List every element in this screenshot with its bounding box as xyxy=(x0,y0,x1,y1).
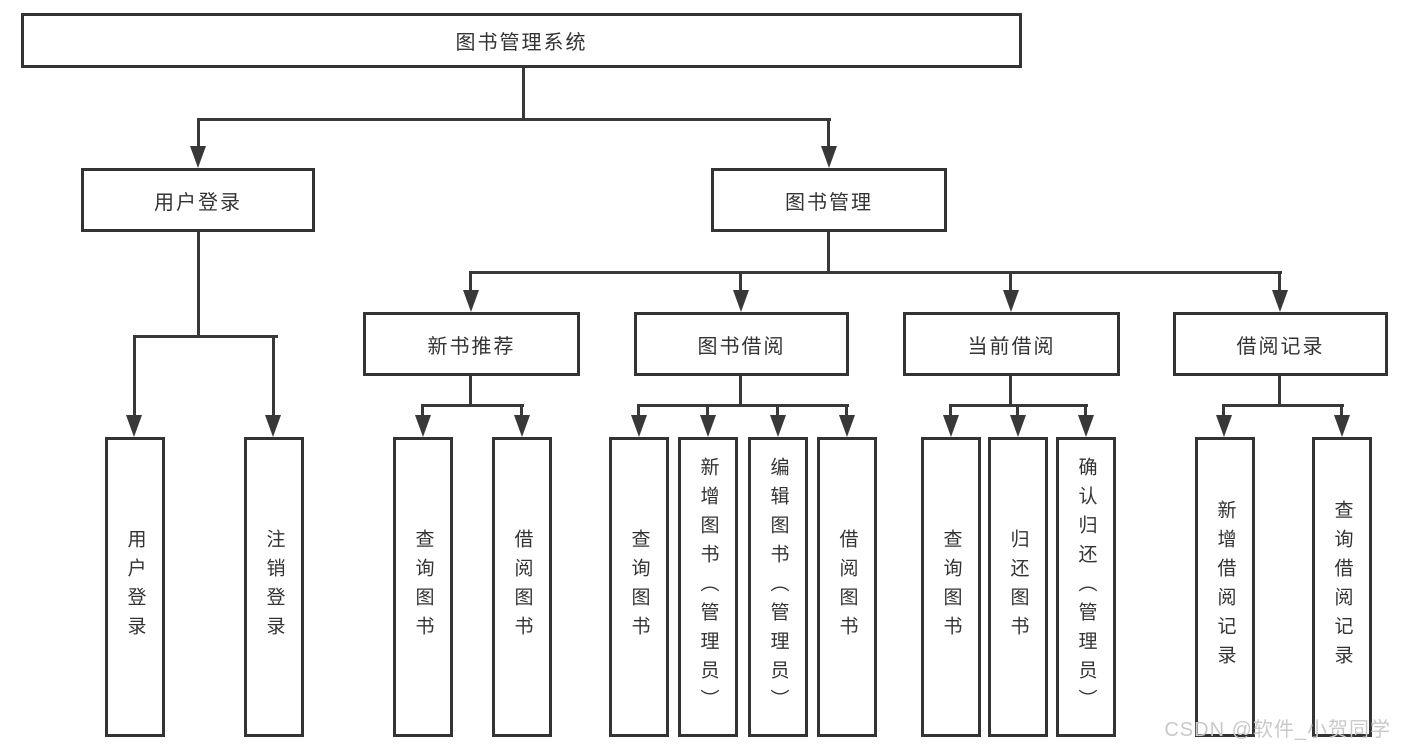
connector-line xyxy=(776,404,779,419)
node-current-borrow: 当前借阅 xyxy=(903,312,1120,376)
leaf-bb-edit-books: 编辑图书（管理员） xyxy=(748,437,808,737)
node-new-book-recommend: 新书推荐 xyxy=(363,312,580,376)
arrow-down-icon xyxy=(821,146,837,168)
connector-line xyxy=(133,335,278,338)
leaf-br-query-record: 查询借阅记录 xyxy=(1312,437,1372,737)
arrow-down-icon xyxy=(190,146,206,168)
arrow-down-icon xyxy=(1272,290,1288,312)
node-label: 图书借阅 xyxy=(697,335,786,358)
connector-line xyxy=(469,271,472,296)
connector-line xyxy=(1016,404,1019,419)
arrow-down-icon xyxy=(943,415,959,437)
connector-line xyxy=(421,404,524,407)
connector-line xyxy=(739,376,742,406)
connector-line xyxy=(421,404,424,419)
arrow-down-icon xyxy=(514,415,530,437)
connector-line xyxy=(272,335,275,420)
leaf-label: 新增图书（管理员） xyxy=(697,456,719,718)
connector-line xyxy=(520,404,523,419)
node-book-management: 图书管理 xyxy=(711,168,947,232)
leaf-label: 查询借阅记录 xyxy=(1331,500,1353,674)
leaf-label: 查询图书 xyxy=(940,529,962,645)
leaf-label: 用户登录 xyxy=(124,529,146,645)
connector-line xyxy=(827,118,830,150)
connector-line xyxy=(706,404,709,419)
connector-line xyxy=(133,335,136,420)
node-label: 借阅记录 xyxy=(1236,335,1325,358)
connector-line xyxy=(739,271,742,296)
connector-line xyxy=(197,118,831,121)
node-label: 用户登录 xyxy=(154,191,242,214)
leaf-label: 编辑图书（管理员） xyxy=(767,456,789,718)
arrow-down-icon xyxy=(700,415,716,437)
leaf-cb-confirm-return: 确认归还（管理员） xyxy=(1056,437,1116,737)
arrow-down-icon xyxy=(415,415,431,437)
leaf-bb-query-books: 查询图书 xyxy=(609,437,669,737)
leaf-nb-query-books: 查询图书 xyxy=(393,437,453,737)
leaf-logout: 注销登录 xyxy=(244,437,304,737)
connector-line xyxy=(1340,404,1343,419)
leaf-label: 确认归还（管理员） xyxy=(1075,456,1097,718)
arrow-down-icon xyxy=(265,415,281,437)
connector-line xyxy=(1084,404,1087,419)
connector-line xyxy=(1278,271,1281,296)
leaf-bb-add-books: 新增图书（管理员） xyxy=(678,437,738,737)
leaf-label: 新增借阅记录 xyxy=(1214,500,1236,674)
arrow-down-icon xyxy=(839,415,855,437)
arrow-down-icon xyxy=(126,415,142,437)
leaf-cb-query-books: 查询图书 xyxy=(921,437,981,737)
connector-line xyxy=(470,271,1282,274)
leaf-label: 查询图书 xyxy=(628,529,650,645)
connector-line xyxy=(1009,376,1012,406)
leaf-label: 借阅图书 xyxy=(836,529,858,645)
leaf-user-login: 用户登录 xyxy=(105,437,165,737)
leaf-cb-return-books: 归还图书 xyxy=(988,437,1048,737)
connector-line xyxy=(197,118,200,150)
connector-line xyxy=(469,376,472,406)
node-user-login: 用户登录 xyxy=(81,168,315,232)
arrow-down-icon xyxy=(733,290,749,312)
node-label: 图书管理系统 xyxy=(455,32,588,54)
leaf-bb-borrow-books: 借阅图书 xyxy=(817,437,877,737)
connector-line xyxy=(827,232,830,273)
connector-line xyxy=(522,68,525,120)
connector-line xyxy=(1278,376,1281,406)
leaf-br-add-record: 新增借阅记录 xyxy=(1195,437,1255,737)
connector-line xyxy=(1009,271,1012,296)
arrow-down-icon xyxy=(463,290,479,312)
node-library-management-system: 图书管理系统 xyxy=(21,13,1022,68)
leaf-label: 借阅图书 xyxy=(511,529,533,645)
node-label: 新书推荐 xyxy=(427,335,516,358)
connector-line xyxy=(637,404,640,419)
arrow-down-icon xyxy=(1003,290,1019,312)
leaf-nb-borrow-books: 借阅图书 xyxy=(492,437,552,737)
arrow-down-icon xyxy=(1010,415,1026,437)
node-borrow-records: 借阅记录 xyxy=(1173,312,1388,376)
leaf-label: 查询图书 xyxy=(412,529,434,645)
connector-line xyxy=(1222,404,1344,407)
csdn-watermark: CSDN @软件_小贺同学 xyxy=(1164,719,1391,741)
connector-line xyxy=(845,404,848,419)
leaf-label: 归还图书 xyxy=(1007,529,1029,645)
node-label: 图书管理 xyxy=(785,191,873,214)
connector-line xyxy=(197,232,200,337)
arrow-down-icon xyxy=(1078,415,1094,437)
connector-line xyxy=(949,404,952,419)
connector-line xyxy=(1222,404,1225,419)
node-label: 当前借阅 xyxy=(967,335,1056,358)
connector-line xyxy=(637,404,849,407)
node-book-borrow: 图书借阅 xyxy=(634,312,849,376)
arrow-down-icon xyxy=(1216,415,1232,437)
arrow-down-icon xyxy=(770,415,786,437)
arrow-down-icon xyxy=(631,415,647,437)
leaf-label: 注销登录 xyxy=(263,529,285,645)
arrow-down-icon xyxy=(1334,415,1350,437)
